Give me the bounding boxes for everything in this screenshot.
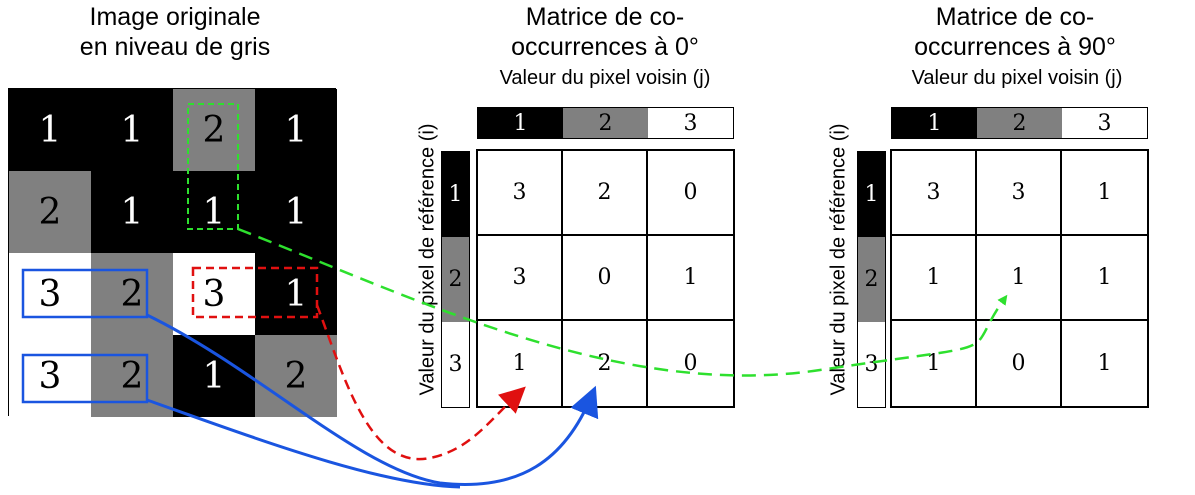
matrix-90-title-line2: occurrences à 90° bbox=[914, 33, 1116, 61]
matrix-cell: 1 bbox=[478, 321, 563, 406]
matrix-cell: 0 bbox=[563, 236, 648, 321]
matrix-cell: 1 bbox=[1062, 151, 1147, 236]
matrix-cell: 3 bbox=[977, 151, 1062, 236]
neighbor-label-m0: Valeur du pixel voisin (j) bbox=[499, 67, 711, 89]
matrix-cell: 1 bbox=[892, 236, 977, 321]
image-cell: 2 bbox=[9, 171, 91, 253]
matrix-cell: 1 bbox=[1097, 351, 1112, 376]
image-cell: 1 bbox=[173, 171, 255, 253]
matrix-cell: 1 bbox=[648, 236, 733, 321]
legend-level: 1 bbox=[478, 108, 563, 138]
legend-level: 3 bbox=[1062, 108, 1147, 138]
legend-level: 3 bbox=[442, 322, 469, 407]
legend-level: 1 bbox=[858, 152, 885, 237]
image-cell: 1 bbox=[255, 89, 337, 171]
legend-level: 2 bbox=[563, 108, 648, 138]
matrix-0-column-legend: 1 2 3 bbox=[477, 107, 734, 139]
matrix-cell: 1 bbox=[1062, 236, 1147, 321]
matrix-0-grid: 3 2 0 3 0 1 1 2 0 bbox=[476, 149, 735, 408]
blue-arrow-bottom bbox=[146, 398, 461, 489]
legend-level: 1 bbox=[442, 152, 469, 237]
original-image-grid: 1 1 2 1 2 1 1 1 3 2 3 1 3 2 1 2 bbox=[8, 88, 337, 417]
blue-highlight-box-bottom bbox=[21, 353, 149, 404]
legend-level: 3 bbox=[648, 108, 733, 138]
legend-level: 2 bbox=[977, 108, 1062, 138]
matrix-cell: 0 bbox=[648, 151, 733, 236]
legend-level: 2 bbox=[442, 237, 469, 322]
matrix-90-title-line1: Matrice de co- bbox=[935, 3, 1095, 31]
matrix-cell: 2 bbox=[563, 151, 648, 236]
matrix-0-title-line2: occurrences à 0° bbox=[511, 33, 699, 61]
image-cell: 1 bbox=[255, 171, 337, 253]
matrix-cell: 0 bbox=[683, 351, 698, 376]
blue-highlight-box-top bbox=[21, 268, 149, 319]
matrix-0-row-legend: 1 2 3 bbox=[441, 151, 470, 408]
image-cell: 1 bbox=[173, 335, 255, 417]
matrix-90-row-legend: 1 2 3 bbox=[857, 151, 886, 408]
matrix-cell: 3 bbox=[892, 151, 977, 236]
original-image-title: Image originale en niveau de gris bbox=[20, 2, 330, 62]
original-title-line1: Image originale bbox=[89, 3, 261, 31]
matrix-0-title-line1: Matrice de co- bbox=[525, 3, 685, 31]
red-arrow bbox=[315, 304, 526, 461]
blue-arrow-top bbox=[146, 313, 599, 486]
neighbor-label-m90: Valeur du pixel voisin (j) bbox=[911, 67, 1123, 89]
image-cell: 3 bbox=[173, 253, 255, 335]
image-cell: 2 bbox=[173, 89, 255, 171]
red-highlight-box bbox=[191, 266, 319, 319]
legend-level: 1 bbox=[892, 108, 977, 138]
matrix-90-title: Matrice de co- occurrences à 90° bbox=[870, 2, 1160, 62]
image-cell: 2 bbox=[255, 335, 337, 417]
matrix-cell: 1 bbox=[977, 236, 1062, 321]
matrix-90-grid: 3 3 1 1 1 1 1 0 1 bbox=[890, 149, 1149, 408]
matrix-cell: 3 bbox=[478, 151, 563, 236]
original-title-line2: en niveau de gris bbox=[79, 33, 271, 61]
green-arrow bbox=[237, 227, 1008, 377]
image-cell: 2 bbox=[91, 253, 173, 335]
legend-level: 2 bbox=[858, 237, 885, 322]
matrix-cell: 3 bbox=[478, 236, 563, 321]
matrix-cell: 0 bbox=[977, 321, 1062, 406]
image-cell: 1 bbox=[9, 89, 91, 171]
matrix-cell: 1 bbox=[892, 321, 977, 406]
matrix-0-title: Matrice de co- occurrences à 0° bbox=[460, 2, 750, 62]
image-cell: 1 bbox=[91, 89, 173, 171]
matrix-90-column-legend: 1 2 3 bbox=[891, 107, 1148, 139]
green-highlight-box bbox=[187, 103, 239, 230]
legend-level: 3 bbox=[858, 322, 885, 407]
image-cell: 1 bbox=[91, 171, 173, 253]
